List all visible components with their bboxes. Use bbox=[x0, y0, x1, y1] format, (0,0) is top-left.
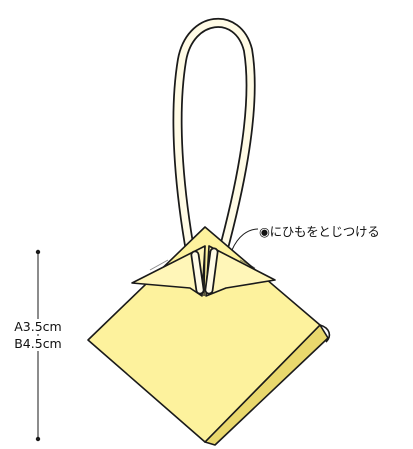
flap-right bbox=[205, 245, 276, 297]
callout-leader-line bbox=[231, 228, 259, 251]
strap-ends bbox=[190, 247, 219, 295]
size-b-label: B4.5cm bbox=[0, 336, 76, 351]
dimension-top-dot bbox=[35, 249, 41, 255]
size-a-label: A3.5cm bbox=[0, 319, 76, 334]
top-flaps bbox=[131, 245, 276, 297]
flap-left bbox=[131, 245, 206, 297]
attach-strap-note: ◉にひもをとじつける bbox=[259, 224, 380, 239]
strap-loop bbox=[172, 18, 256, 285]
dimension-bottom-dot bbox=[35, 436, 41, 442]
